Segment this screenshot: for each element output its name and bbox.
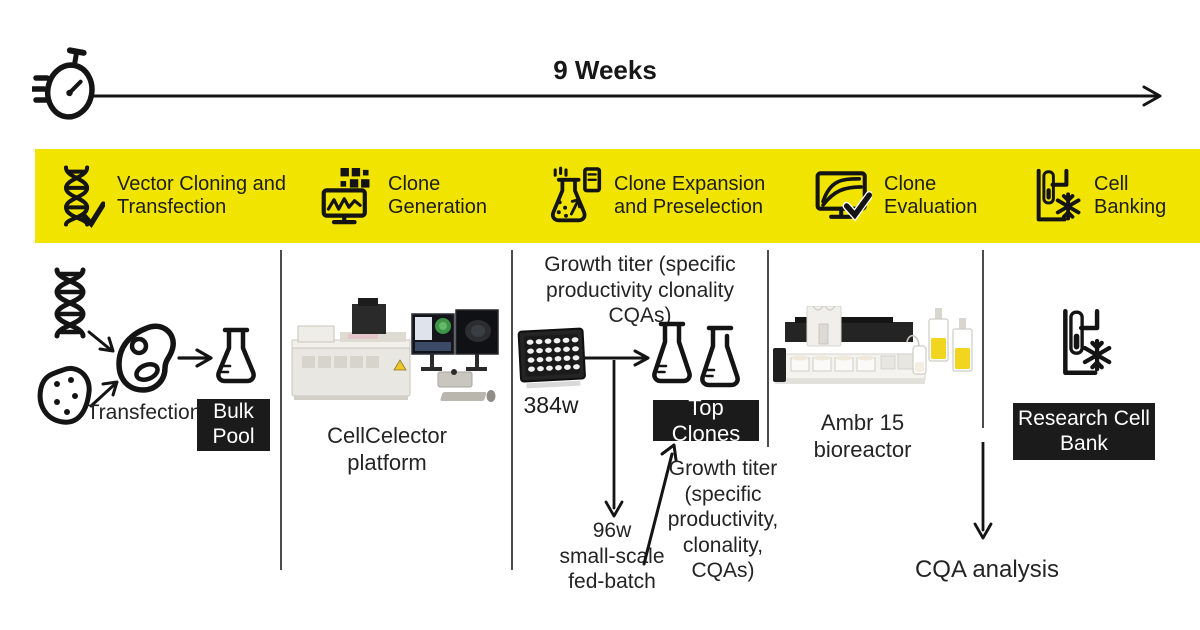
arrow-dna-to-cell <box>87 330 115 353</box>
stage-chevron-band: Vector Cloning and Transfection <box>35 149 1200 243</box>
transfection-illustration <box>37 267 256 425</box>
duration-label: 9 Weeks <box>553 55 657 85</box>
dna-icon <box>54 267 86 339</box>
arrow-down-to-cqa <box>973 442 993 540</box>
top-clones-badge: Top Clones <box>653 395 759 446</box>
timeline-arrow <box>92 85 1162 107</box>
column-divider <box>982 250 984 428</box>
stage-label: Vector Cloning and Transfection <box>117 173 287 218</box>
bulk-pool-badge: Bulk Pool <box>197 399 270 451</box>
clone-plate-monitor-icon <box>320 166 376 226</box>
arrow-cell-to-flask <box>177 348 213 368</box>
transfection-label: Transfection <box>86 401 202 424</box>
column-divider <box>280 250 282 570</box>
arrow-down-to-fed-batch <box>604 360 624 518</box>
arrow-plate-to-flasks <box>583 349 650 367</box>
cryo-tube-snowflake-icon <box>1063 308 1112 376</box>
arrow-plasmid-to-cell <box>89 380 119 408</box>
stopwatch-icon <box>32 47 95 120</box>
stage-label: Clone Generation <box>388 173 487 218</box>
dna-check-icon <box>53 164 105 228</box>
cryo-tube-snowflake-icon <box>1036 168 1081 222</box>
cqa-analysis-label: CQA analysis <box>914 556 1060 583</box>
stage-cell-banking: Cell Banking <box>992 149 1200 243</box>
stage-clone-expansion: Clone Expansion and Preselection <box>510 149 830 243</box>
expansion-flask-icon <box>548 166 602 226</box>
stage-label: Cell Banking <box>1094 173 1167 218</box>
growth-titer-note: Growth titer (specific productivity, clo… <box>667 457 779 583</box>
media-bottles <box>928 308 973 372</box>
fed-batch-label: 96w small-scale fed-batch <box>559 519 665 594</box>
ambr-caption: Ambr 15 bioreactor <box>813 410 912 462</box>
top-clones-flasks-icon <box>652 321 740 388</box>
expansion-header: Growth titer (specific productivity clon… <box>544 253 736 328</box>
plasmid-dots <box>54 377 78 415</box>
bulk-pool-flask-icon <box>216 327 256 384</box>
cellcelector-instrument-photo <box>291 298 499 402</box>
research-cell-bank-badge: Research Cell Bank <box>1013 403 1155 460</box>
384-well-plate-photo <box>517 327 586 389</box>
plate-label: 384w <box>523 392 579 418</box>
evaluation-monitor-icon <box>814 168 872 224</box>
column-divider <box>511 250 513 570</box>
arrow-fed-batch-to-top-clones <box>642 443 678 566</box>
plasmid-cell-icon <box>37 366 92 425</box>
ambr15-bioreactor-photo <box>773 306 973 384</box>
host-cell-icon <box>116 323 176 393</box>
cellcelector-caption: CellCelector platform <box>327 423 447 475</box>
column-divider <box>767 250 769 447</box>
stage-vector-cloning: Vector Cloning and Transfection <box>35 149 318 243</box>
stage-label: Clone Expansion and Preselection <box>614 173 766 218</box>
stage-label: Clone Evaluation <box>884 173 978 218</box>
